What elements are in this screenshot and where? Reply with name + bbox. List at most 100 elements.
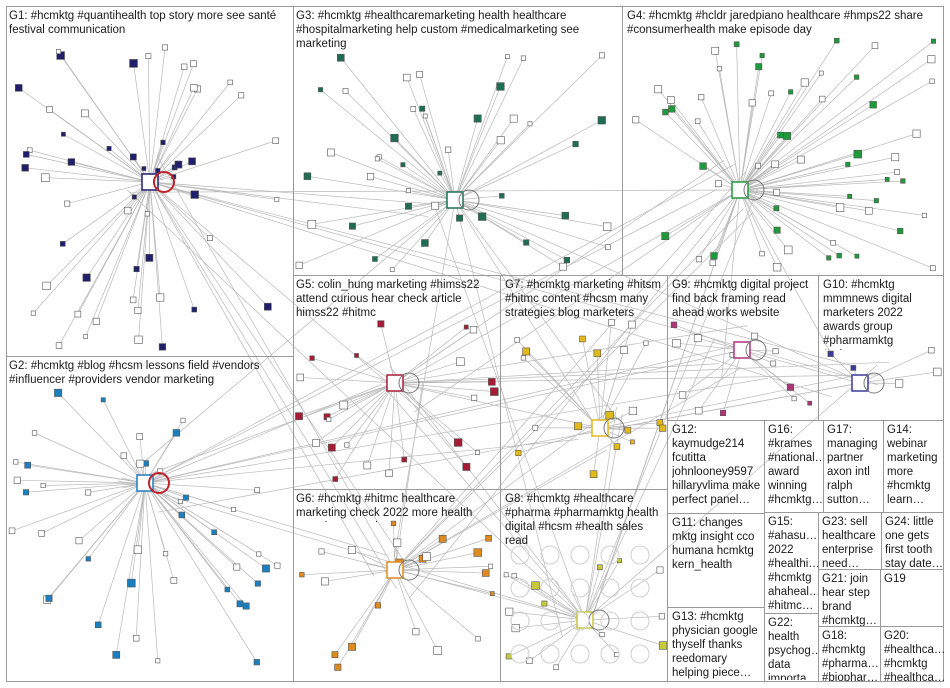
graph-node — [628, 406, 637, 416]
graph-node — [522, 347, 531, 356]
group-g16-label: G16: #krames #national… award winning #h… — [768, 424, 824, 506]
graph-node — [496, 82, 505, 91]
graph-node — [699, 162, 707, 170]
edge-line — [394, 382, 459, 443]
graph-node — [871, 42, 879, 49]
graph-node — [342, 88, 349, 94]
edge-line — [859, 371, 938, 384]
graph-node — [695, 256, 702, 263]
graph-node — [438, 534, 447, 543]
graph-node — [75, 537, 83, 545]
group-g21: G21: join hear step brand #hcmktg… — [818, 569, 881, 627]
graph-node — [783, 245, 793, 255]
edge-line — [377, 158, 456, 201]
graph-node — [400, 162, 406, 168]
graph-node — [527, 121, 533, 127]
edge-line — [48, 482, 146, 599]
edge-line — [77, 181, 151, 315]
edge-line — [320, 89, 456, 201]
graph-node — [553, 664, 559, 670]
graph-node — [82, 273, 91, 282]
group-g22-label: G22: health psychog… data importa… — [768, 617, 819, 680]
graph-node — [597, 564, 603, 571]
edge-line — [144, 482, 159, 661]
graph-node — [709, 259, 717, 267]
graph-node — [163, 551, 169, 557]
edge-line — [697, 121, 741, 191]
edge-line — [298, 382, 396, 417]
graph-node — [134, 306, 142, 314]
isolate-loop — [570, 545, 590, 565]
self-loop — [745, 339, 767, 361]
edge-line — [676, 342, 743, 351]
graph-node — [523, 239, 530, 246]
graph-node — [145, 253, 154, 262]
edge-line — [394, 382, 467, 468]
graph-node — [830, 240, 836, 246]
cross-group-edge — [584, 189, 758, 621]
hub-node — [446, 191, 464, 209]
edge-line — [148, 181, 151, 258]
cross-group-edge — [741, 349, 864, 385]
graph-node — [930, 265, 936, 272]
edge-line — [700, 97, 741, 191]
edge-line — [584, 619, 664, 646]
graph-node — [597, 116, 606, 125]
cross-group-edge — [721, 189, 741, 380]
edge-line — [584, 560, 620, 621]
graph-node — [656, 566, 664, 574]
edge-line — [739, 80, 933, 191]
graph-node — [788, 89, 794, 95]
edge-line — [330, 152, 456, 201]
graph-node — [327, 148, 335, 157]
graph-node — [482, 569, 490, 577]
graph-node — [131, 194, 137, 200]
edge-line — [739, 171, 898, 191]
graph-node — [559, 262, 568, 271]
edge-line — [149, 181, 163, 347]
group-g6-label: G6: #hcmktg #hitmc healthcare marketing … — [296, 493, 473, 522]
graph-node — [133, 266, 140, 273]
graph-node — [421, 239, 429, 247]
graph-node — [389, 267, 395, 273]
group-g14-label: G14: webinar marketing more #hcmktg lear… — [887, 424, 941, 506]
cross-group-edge — [394, 412, 608, 571]
edge-line — [63, 133, 151, 183]
cross-group-edge — [156, 154, 396, 571]
edge-line — [97, 482, 146, 625]
graph-node — [620, 346, 628, 354]
isolate-loop — [510, 545, 530, 565]
edge-line — [324, 569, 396, 582]
graph-node — [503, 572, 509, 578]
cross-group-edge — [144, 439, 578, 484]
graph-node — [456, 357, 465, 366]
graph-node — [307, 220, 317, 229]
graph-node — [64, 200, 71, 207]
edge-line — [739, 104, 874, 191]
graph-node — [124, 206, 132, 215]
edge-line — [394, 382, 495, 392]
edge-line — [739, 133, 917, 191]
edge-line — [454, 199, 608, 228]
edge-line — [149, 66, 185, 183]
graph-node — [670, 321, 678, 328]
group-g12: G12: kaymudge214 fcutitta johnlooney9597… — [667, 420, 765, 514]
graph-node — [23, 151, 30, 158]
edge-line — [45, 177, 151, 183]
self-loop — [603, 417, 625, 439]
graph-node — [264, 302, 272, 311]
graph-node — [751, 332, 758, 340]
edge-line — [144, 482, 228, 590]
group-g11: G11: changes mktg insight cco humana hcm… — [667, 513, 765, 608]
graph-node — [927, 55, 936, 64]
graph-node — [433, 646, 442, 655]
cross-group-edge — [394, 212, 754, 571]
graph-node — [505, 607, 514, 616]
edge-line — [326, 382, 396, 418]
graph-node — [160, 139, 166, 146]
edge-line — [321, 551, 396, 571]
edge-line — [523, 357, 601, 429]
graph-node — [694, 406, 703, 415]
group-g24: G24: little one gets first tooth stay da… — [881, 512, 944, 570]
self-loop — [398, 559, 420, 581]
